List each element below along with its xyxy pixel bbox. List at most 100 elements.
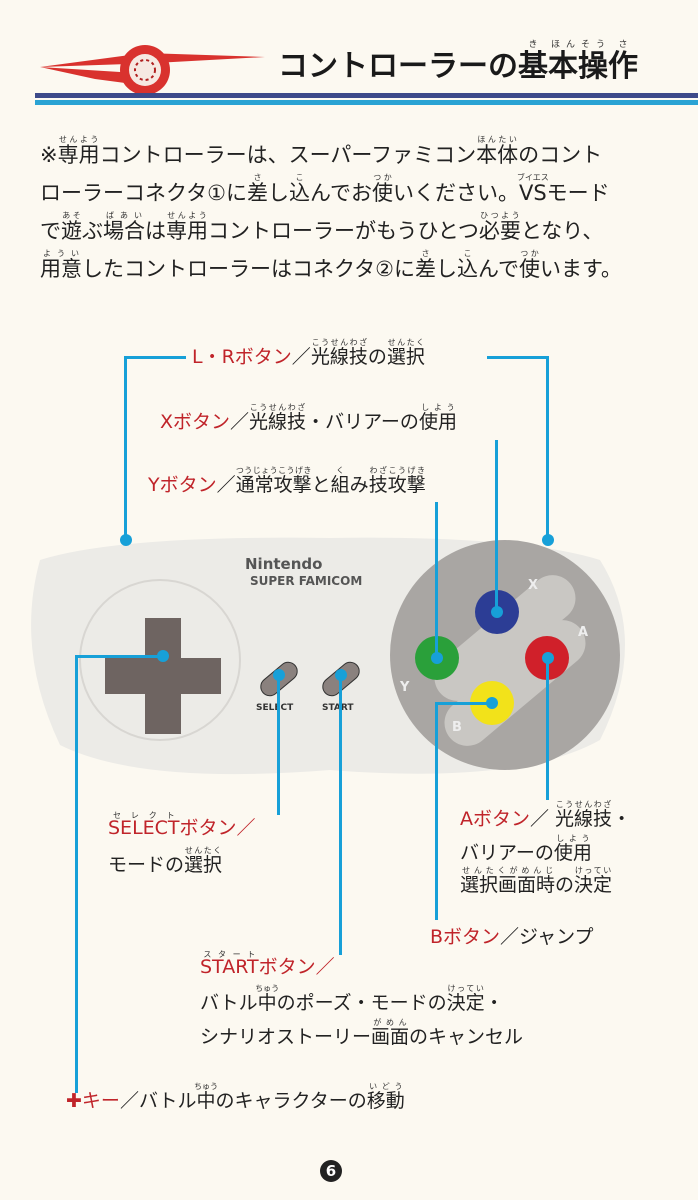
ruby-word: 差さ [415,249,436,281]
callout-dot [486,697,498,709]
furigana: つうじょうこうげき [235,466,312,475]
label-a-button: Aボタン／ 光線技こうせんわざ・ [460,800,631,831]
label-select-button: SELECTセレクトボタン／ [108,811,256,840]
ruby-word: 作さ [608,40,638,84]
intro-line: で遊あそぶ場合ばあいは専用せんようコントローラーがもうひとつ必要ひつようとなり、 [40,211,690,249]
ruby-word: 専用せんよう [57,135,100,167]
callout-line [277,675,280,815]
ruby-word: VSブイエス [516,173,549,205]
letter-a: A [578,625,589,640]
brand-nintendo: Nintendo [245,555,323,573]
ruby-word: STARTスタート [200,950,259,978]
text-segment: んでお [310,181,372,205]
furigana: ほんたい [476,135,519,144]
text-segment: で [40,219,61,243]
ruby-word: 画面がめん [371,1018,410,1048]
text-segment: ・バリアーの [306,411,419,433]
text-segment: のコント [518,143,603,167]
text-segment: モード [546,181,610,205]
label-b-button: Bボタン／ジャンプ [430,922,594,949]
ruby-word: 本体ほんたい [476,135,519,167]
ruby-word: 使用しよう [418,403,457,433]
furigana: ひつよう [478,211,521,220]
furigana: しよう [553,834,592,843]
text-segment: ・ [612,808,632,830]
text-segment: の [367,346,387,368]
intro-line: ※専用せんようコントローラーは、スーパーファミコン本体ほんたいのコント [40,135,690,173]
ruby-word: 中ちゅう [255,984,280,1014]
furigana: せんたく [184,846,223,855]
intro-paragraph: ※専用せんようコントローラーは、スーパーファミコン本体ほんたいのコント ローラー… [40,135,690,287]
text-segment: のポーズ・モードの [276,992,447,1014]
ruby-word: 決定けってい [574,866,613,896]
ruby-word: 込こ [457,249,478,281]
callout-dot [335,669,347,681]
ruby-word: 使つか [518,249,540,281]
text-segment: コントローラーは、スーパーファミコン [99,143,477,167]
page-title: コントローラーの基き本ほん操そう作さ [278,40,638,85]
text-segment: ／ [530,808,556,830]
text-segment: したコントローラーはコネクタ②に [82,257,415,281]
furigana: ブイエス [516,173,549,182]
furigana: ばあい [103,211,145,220]
ruby-word: 場合ばあい [103,211,145,243]
callout-line [437,702,493,705]
furigana: こうせんわざ [310,338,368,347]
dpad-desc: ／バトル中ちゅうのキャラクターの移動いどう [120,1082,405,1112]
a-button-desc-3: 選択画面時せんたくがめんじの決定けってい [460,866,612,897]
callout-dot [542,652,554,664]
text-segment: います。 [539,257,622,281]
furigana: スタート [200,950,259,959]
ruby-word: 中ちゅう [194,1082,219,1112]
callout-dot [431,652,443,664]
x-button-desc: ／光線技こうせんわざ・バリアーの使用しよう [230,403,457,433]
page-number: 6 [320,1160,342,1182]
furigana: つか [518,249,540,258]
dpad [105,618,221,734]
text-segment: し [436,257,457,281]
label-dpad: ✚キー／バトル中ちゅうのキャラクターの移動いどう [66,1082,405,1113]
furigana: ちゅう [194,1082,219,1091]
ruby-word: 必要ひつよう [478,211,521,243]
text-segment: ／ [216,474,236,496]
text-segment: んで [478,257,519,281]
callout-dot [273,669,285,681]
furigana: せんよう [166,211,208,220]
furigana: こうせんわざ [555,800,613,809]
text-segment: し [268,181,289,205]
label-y-button: Yボタン／通常攻撃つうじょうこうげきと組くみ技攻撃わざこうげき [148,466,426,497]
emblem-logo [40,45,265,95]
ruby-word: 本ほん [548,40,578,84]
start-button-name: STARTスタート [200,950,259,978]
lr-button-desc: ／光線技こうせんわざの選択せんたく [292,338,425,368]
plus-icon: ✚ [66,1090,82,1112]
text-segment: ローラーコネクタ①に [40,181,247,205]
furigana: き [518,40,548,50]
intro-line: 用意よういしたコントローラーはコネクタ②に差さし込こんで使つかいます。 [40,249,690,287]
callout-line [124,356,127,540]
callout-line [435,502,438,658]
select-suffix: ボタン／ [179,817,256,839]
text-segment: コントローラーの [278,49,518,84]
a-button-name: Aボタン [460,808,530,830]
lr-button-name: L・Rボタン [192,346,292,368]
start-suffix: ボタン／ [258,956,335,978]
callout-line [435,702,438,920]
callout-line [75,655,163,658]
furigana: がめん [371,1018,410,1027]
ruby-word: 専用せんよう [166,211,208,243]
text-segment: いください。 [392,181,519,205]
select-text: SELECT [256,703,294,713]
ruby-word: 移動いどう [366,1082,405,1112]
callout-dot [491,606,503,618]
y-button-desc: ／通常攻撃つうじょうこうげきと組くみ技攻撃わざこうげき [216,466,426,496]
ruby-word: 技攻撃わざこうげき [368,466,426,496]
text-segment: ぶ [82,219,103,243]
furigana: いどう [366,1082,405,1091]
text-segment: の [555,874,575,896]
brand-super-famicom: SUPER FAMICOM [250,574,363,588]
b-button-desc: ／ジャンプ [500,926,594,948]
ruby-word: 選択せんたく [184,846,223,876]
callout-line [487,356,549,359]
